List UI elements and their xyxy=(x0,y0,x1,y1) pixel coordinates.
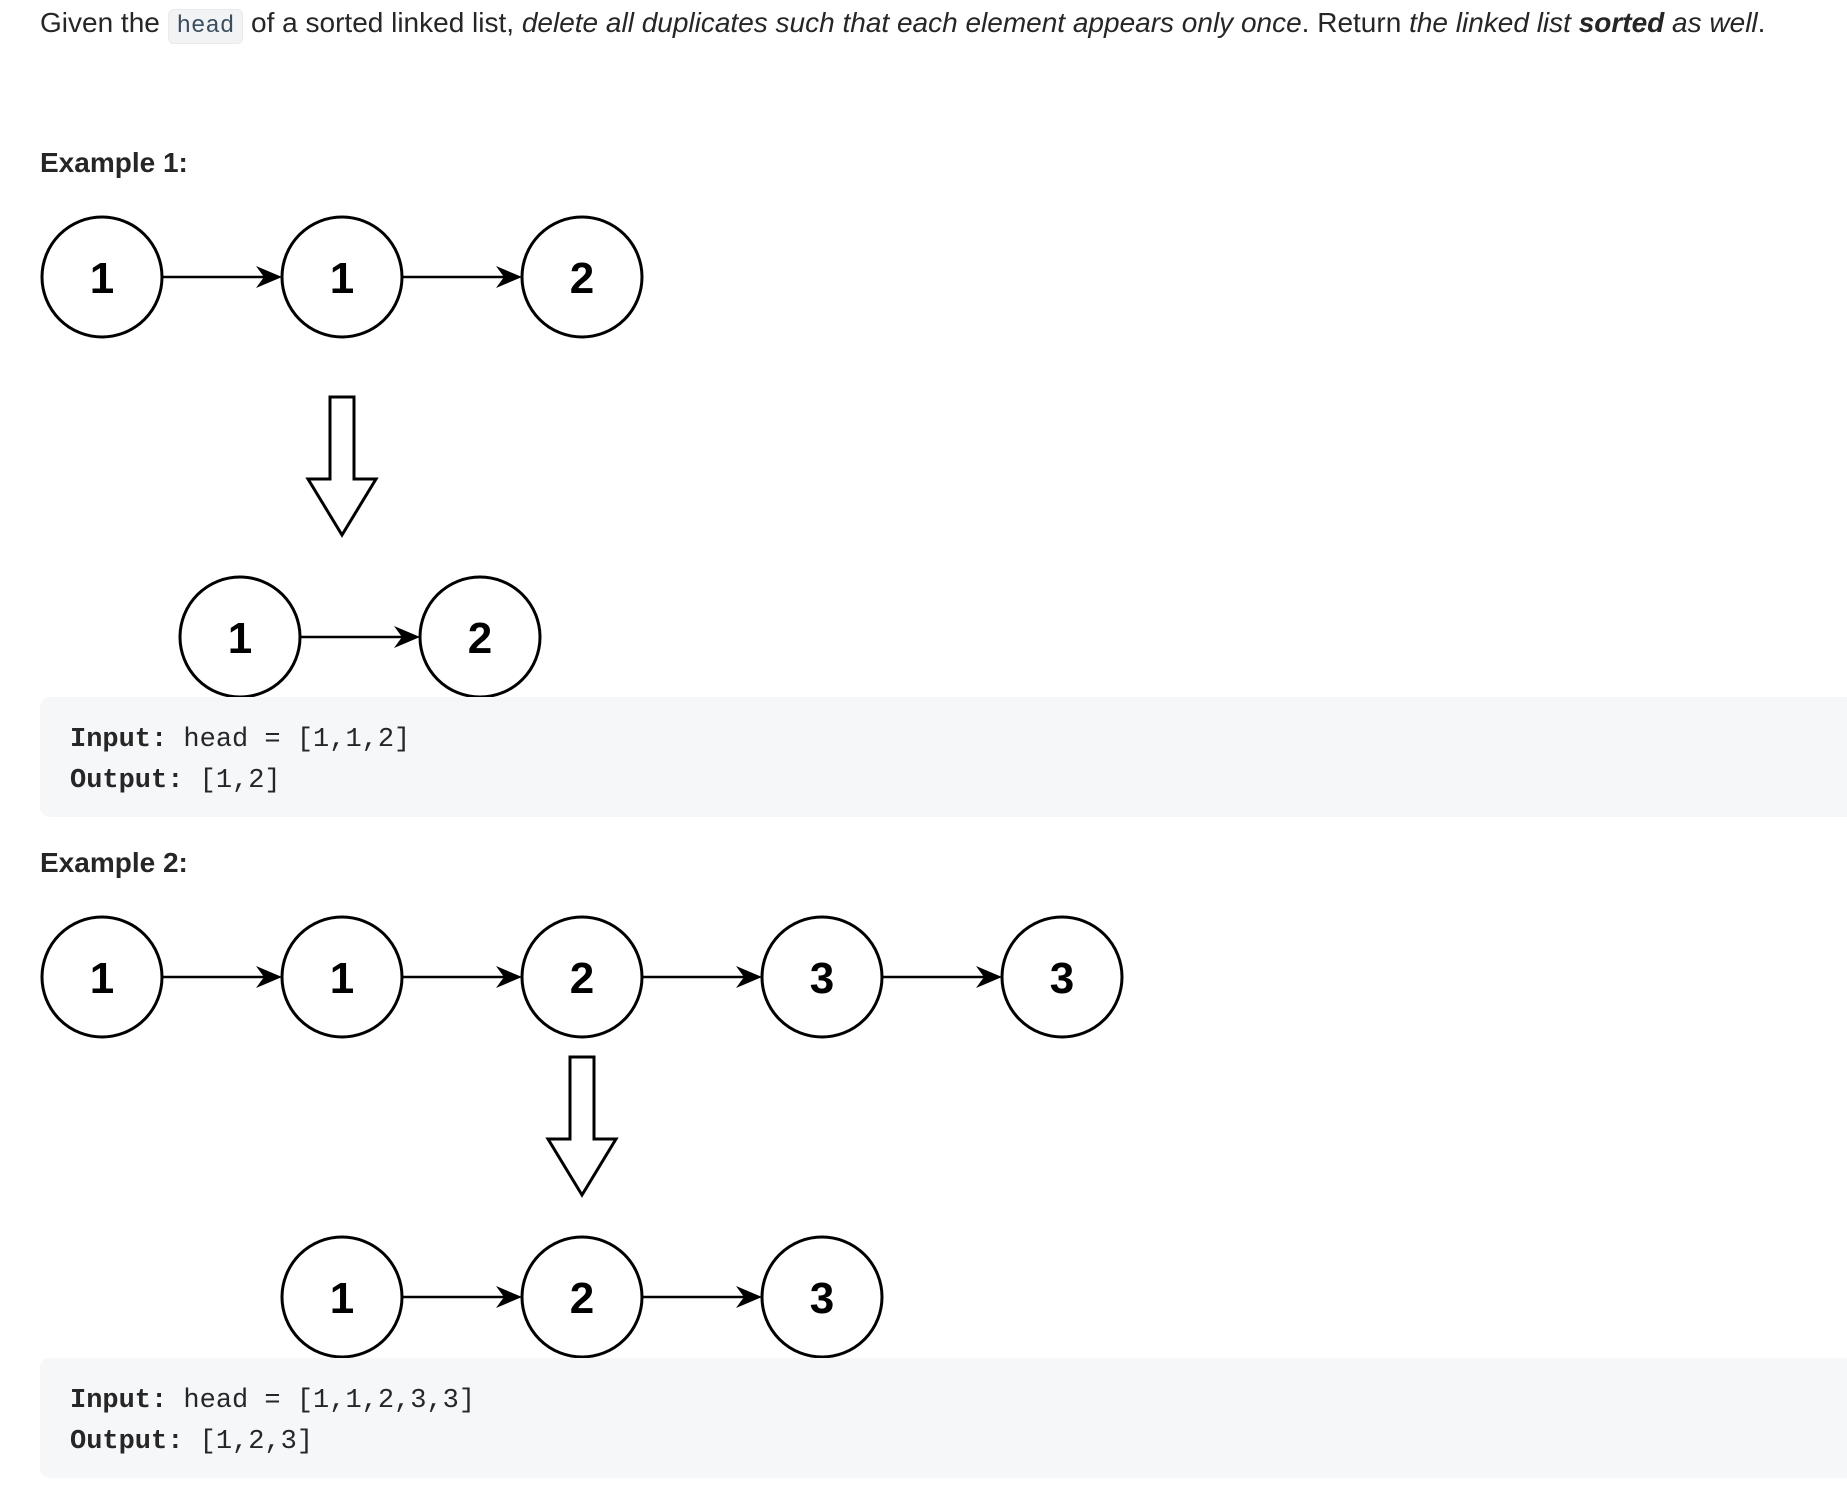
node-value: 2 xyxy=(468,614,492,663)
before-list-node: 1 xyxy=(40,215,164,339)
node-value: 3 xyxy=(810,954,834,1003)
statement-italic-text: delete all duplicates such that each ele… xyxy=(521,7,1302,38)
before-list-node: 2 xyxy=(520,915,644,1039)
next-pointer-arrowhead-icon xyxy=(496,266,522,288)
example-2-code-block: Input: head = [1,1,2,3,3] Output: [1,2,3… xyxy=(40,1358,1847,1478)
statement-italic-text: as well xyxy=(1664,7,1758,38)
next-pointer-arrowhead-icon xyxy=(256,266,282,288)
transform-arrow-down-icon xyxy=(545,1055,619,1198)
output-value: [1,2] xyxy=(183,766,281,796)
node-value: 1 xyxy=(90,954,114,1003)
node-value: 1 xyxy=(330,954,354,1003)
node-circle xyxy=(1000,915,1124,1039)
before-list-node: 3 xyxy=(760,915,884,1039)
next-pointer-arrowhead-icon xyxy=(976,966,1002,988)
next-pointer-arrowhead-icon xyxy=(736,1286,762,1308)
example-2-output-line: Output: [1,2,3] xyxy=(70,1422,1847,1463)
node-value: 3 xyxy=(810,1274,834,1323)
statement-text: . Return xyxy=(1301,7,1410,38)
statement-text: Given the xyxy=(40,7,168,38)
node-value: 1 xyxy=(330,1274,354,1323)
after-list-node: 1 xyxy=(280,1235,404,1359)
next-pointer-arrowhead-icon xyxy=(736,966,762,988)
node-circle xyxy=(760,1235,884,1359)
statement-text: of a sorted linked list, xyxy=(243,7,522,38)
output-label: Output: xyxy=(70,1427,184,1457)
example-2-linked-list-diagram: 1 1 2 3 3 1 2 3 xyxy=(40,915,1124,1359)
transform-arrow-down-icon xyxy=(305,395,379,538)
statement-bold-text: sorted xyxy=(1578,7,1665,38)
example-2-heading: Example 2: xyxy=(40,847,188,878)
before-list-node: 1 xyxy=(280,215,404,339)
before-list-node: 1 xyxy=(280,915,404,1039)
node-value: 1 xyxy=(90,254,114,303)
example-1-input-line: Input: head = [1,1,2] xyxy=(70,720,1847,761)
statement-italic-text: the linked list xyxy=(1409,7,1579,38)
head-inline-code: head xyxy=(167,9,244,44)
example-1-heading: Example 1: xyxy=(40,147,188,178)
node-value: 2 xyxy=(570,254,594,303)
after-list-node: 3 xyxy=(760,1235,884,1359)
next-pointer-arrowhead-icon xyxy=(256,966,282,988)
before-list-node: 2 xyxy=(520,215,644,339)
example-1-output-line: Output: [1,2] xyxy=(70,761,1847,802)
node-value: 3 xyxy=(1050,954,1074,1003)
example-2-input-line: Input: head = [1,1,2,3,3] xyxy=(70,1381,1847,1422)
output-value: [1,2,3] xyxy=(183,1427,314,1457)
next-pointer-arrowhead-icon xyxy=(394,626,420,648)
node-circle xyxy=(520,215,644,339)
example-1-linked-list-diagram: 1 1 2 1 2 xyxy=(40,215,644,699)
before-list-node: 3 xyxy=(1000,915,1124,1039)
input-value: head = [1,1,2] xyxy=(167,725,411,755)
statement-emphasis: sorted xyxy=(1579,7,1665,38)
node-value: 2 xyxy=(570,1274,594,1323)
statement-text: . xyxy=(1757,7,1766,38)
after-list-node: 2 xyxy=(418,575,542,699)
input-value: head = [1,1,2,3,3] xyxy=(167,1386,476,1416)
next-pointer-arrowhead-icon xyxy=(496,966,522,988)
output-label: Output: xyxy=(70,766,184,796)
before-list-node: 1 xyxy=(40,915,164,1039)
node-value: 1 xyxy=(330,254,354,303)
problem-statement: Given the head of a sorted linked list, … xyxy=(40,6,1847,44)
after-list-node: 2 xyxy=(520,1235,644,1359)
node-value: 2 xyxy=(570,954,594,1003)
after-list-node: 1 xyxy=(178,575,302,699)
input-label: Input: xyxy=(70,725,168,755)
example-1-code-block: Input: head = [1,1,2] Output: [1,2] xyxy=(40,697,1847,817)
node-value: 1 xyxy=(228,614,252,663)
next-pointer-arrowhead-icon xyxy=(496,1286,522,1308)
input-label: Input: xyxy=(70,1386,168,1416)
